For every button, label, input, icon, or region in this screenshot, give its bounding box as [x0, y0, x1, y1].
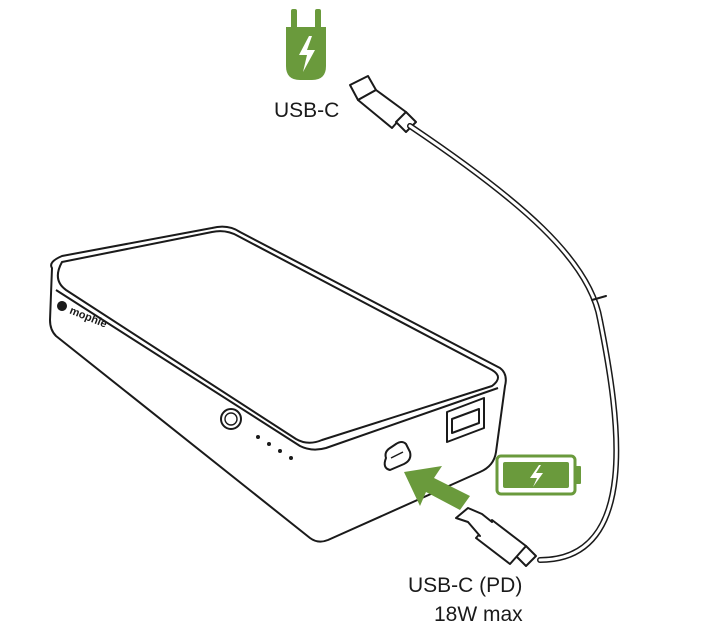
battery-led-indicators [256, 435, 293, 460]
adapter-port-label: USB-C [274, 99, 340, 122]
battery-charging-icon [495, 454, 581, 496]
powerbank-port-label: USB-C (PD) [408, 574, 523, 597]
brand-logo: mophie [57, 301, 109, 331]
power-rating-label: 18W max [434, 603, 523, 626]
insert-arrow-icon [404, 466, 470, 510]
svg-text:mophie: mophie [68, 305, 109, 331]
usb-c-cable [349, 75, 620, 567]
power-bank [49, 225, 507, 543]
wall-charger-lightning-icon [286, 9, 326, 80]
